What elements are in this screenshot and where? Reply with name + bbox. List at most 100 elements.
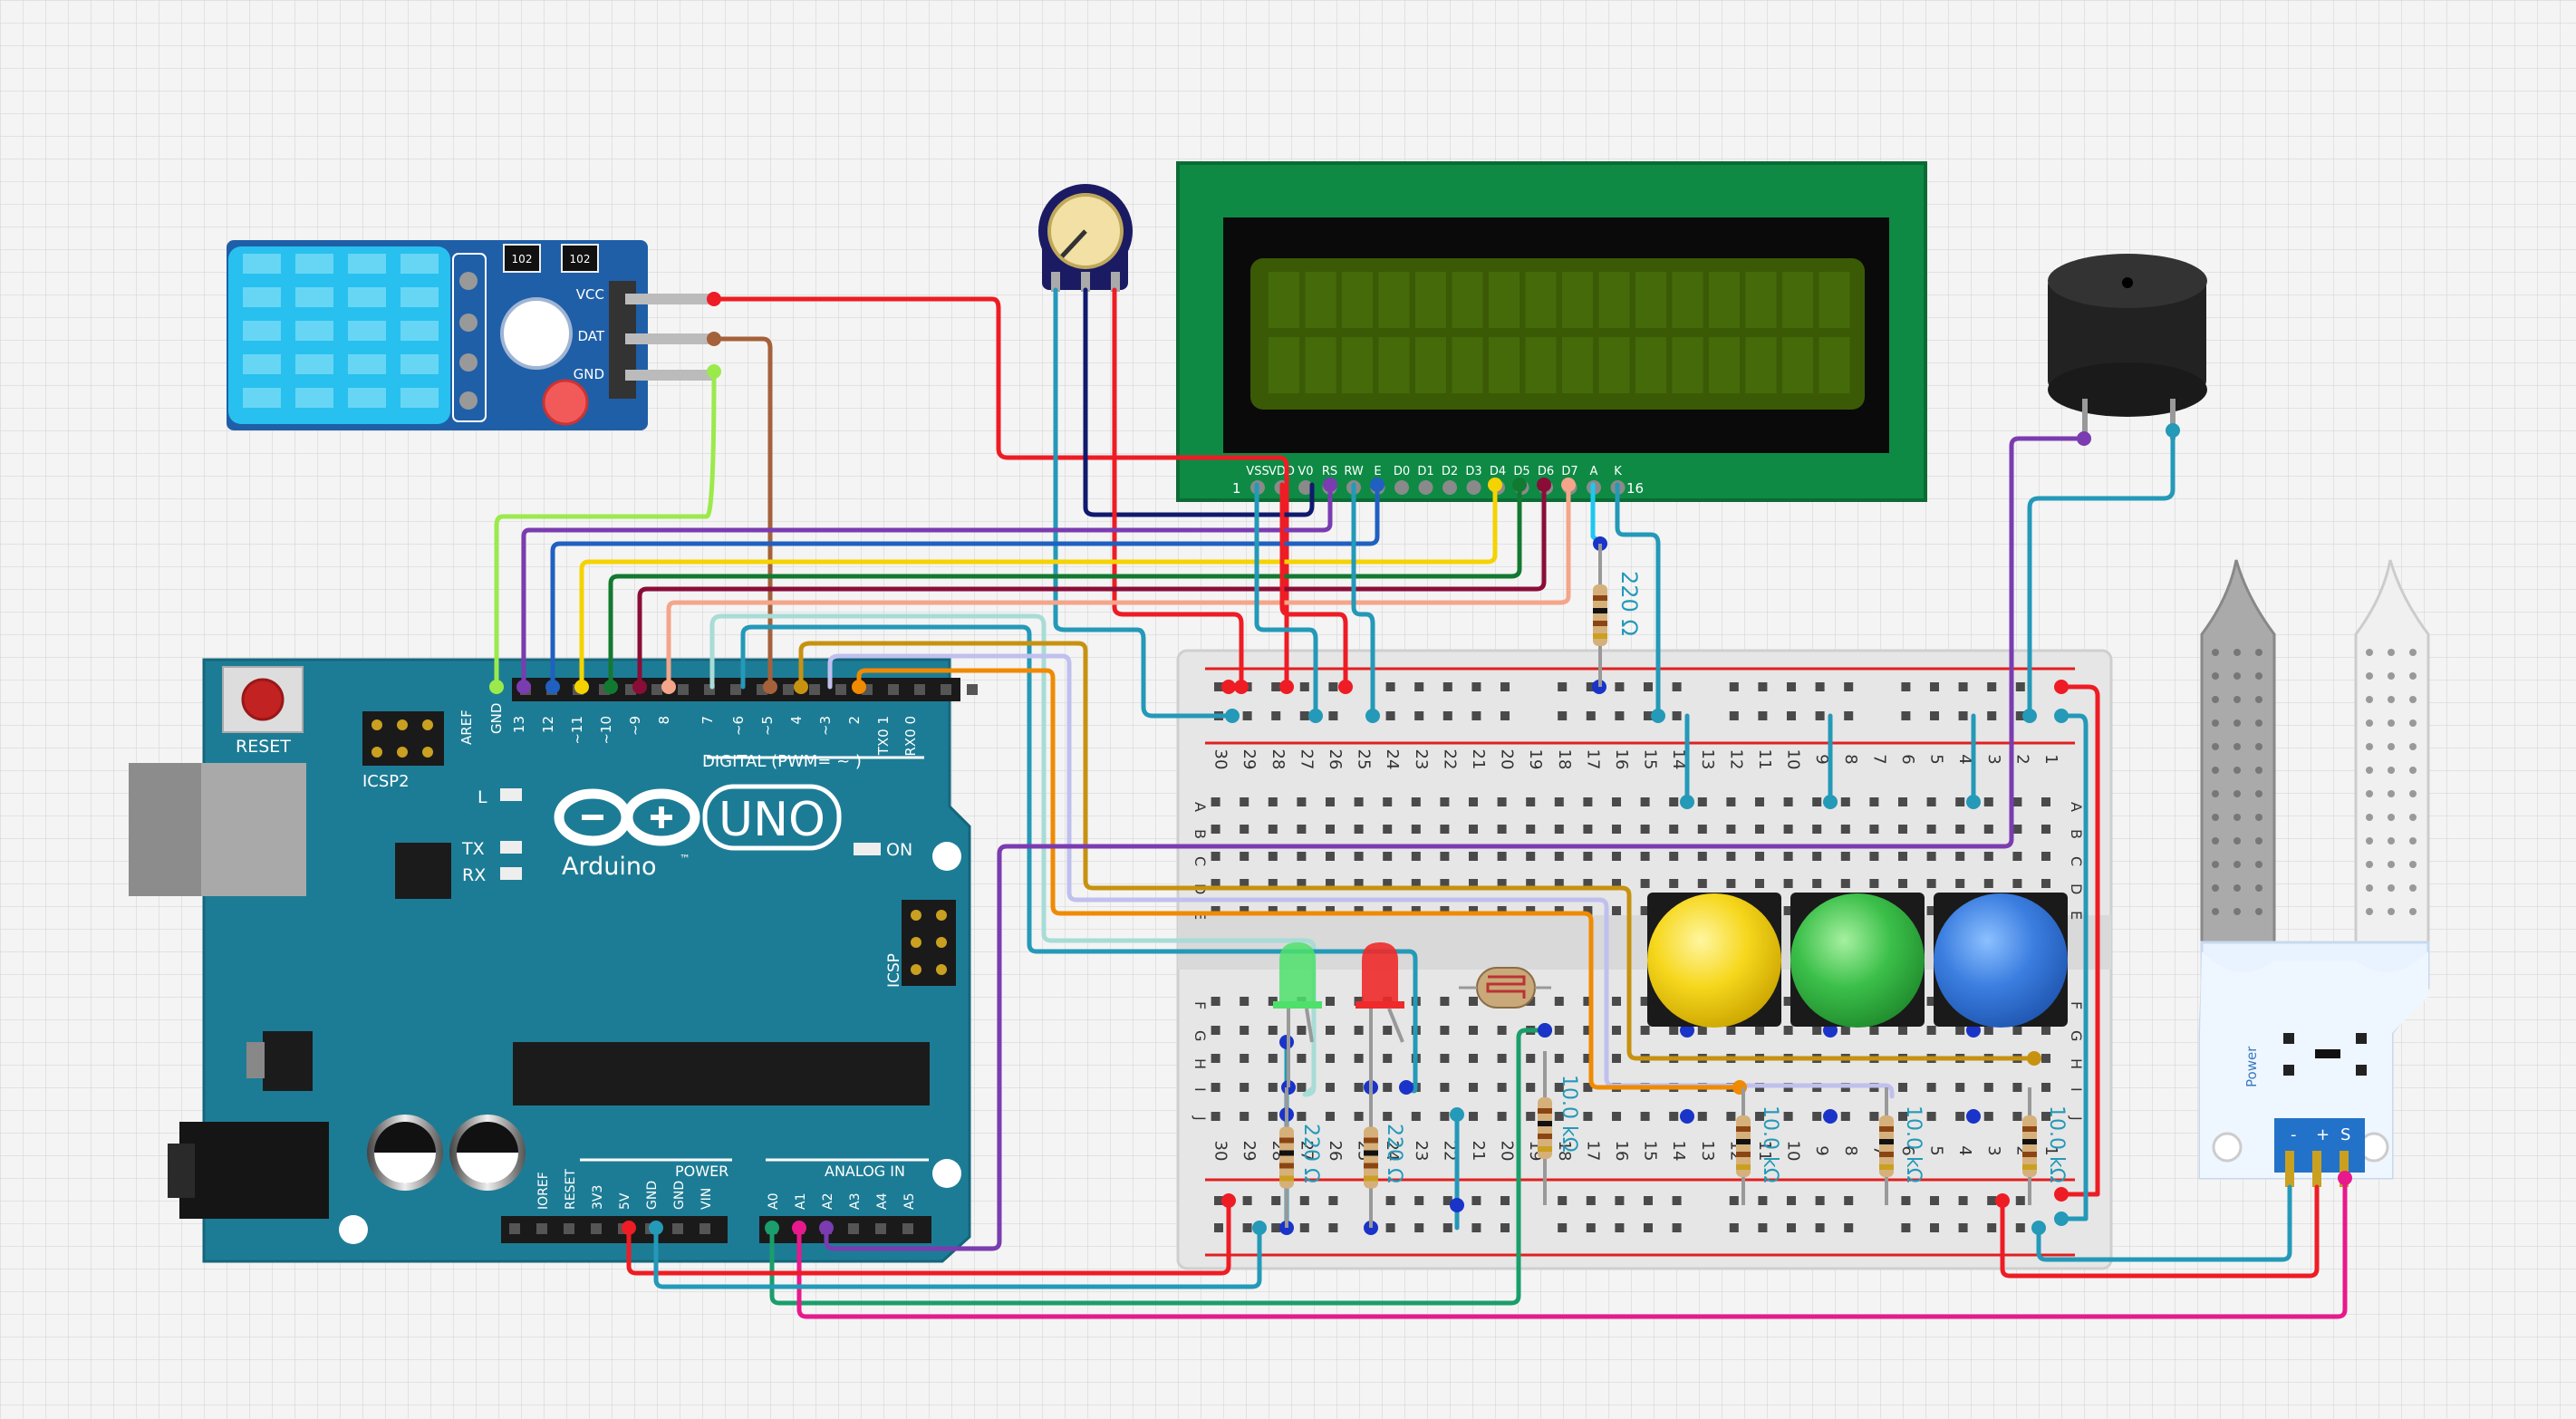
- digital-pin[interactable]: [967, 684, 978, 695]
- rail-hole[interactable]: [1442, 1196, 1452, 1205]
- breadboard-hole[interactable]: [1755, 825, 1764, 834]
- breadboard-hole[interactable]: [1268, 825, 1278, 834]
- breadboard-hole[interactable]: [1869, 879, 1879, 888]
- breadboard-hole[interactable]: [1955, 1026, 1965, 1035]
- rail-hole[interactable]: [1958, 682, 1968, 691]
- wire-endpoint[interactable]: [2027, 1051, 2041, 1066]
- rail-hole[interactable]: [1442, 682, 1452, 691]
- rail-hole[interactable]: [1844, 1196, 1854, 1205]
- breadboard-hole[interactable]: [1955, 1083, 1965, 1092]
- breadboard-hole[interactable]: [1869, 1026, 1879, 1035]
- rail-hole[interactable]: [1644, 682, 1653, 691]
- breadboard-hole[interactable]: [1354, 1026, 1364, 1035]
- wire-endpoint[interactable]: [516, 680, 531, 694]
- wire-endpoint[interactable]: [707, 364, 721, 379]
- breadboard-hole[interactable]: [1554, 1026, 1564, 1035]
- wire-endpoint[interactable]: [661, 680, 676, 694]
- rail-hole[interactable]: [1787, 1223, 1796, 1232]
- wire-endpoint[interactable]: [2166, 423, 2180, 438]
- breadboard-hole[interactable]: [1697, 1026, 1707, 1035]
- breadboard-hole[interactable]: [1297, 852, 1307, 861]
- rail-hole[interactable]: [2015, 682, 2025, 691]
- rail-hole[interactable]: [1271, 711, 1281, 720]
- breadboard-hole[interactable]: [1268, 852, 1278, 861]
- rail-hole[interactable]: [1385, 682, 1395, 691]
- rail-hole[interactable]: [1586, 1223, 1596, 1232]
- rail-hole[interactable]: [1672, 711, 1682, 720]
- breadboard-hole[interactable]: [2041, 1054, 2050, 1063]
- breadboard-hole[interactable]: [1268, 797, 1278, 806]
- breadboard-hole[interactable]: [1440, 1026, 1450, 1035]
- wire-endpoint[interactable]: [649, 1221, 663, 1235]
- breadboard-hole[interactable]: [1440, 1054, 1450, 1063]
- breadboard-hole[interactable]: [1526, 879, 1536, 888]
- breadboard-hole[interactable]: [1469, 997, 1478, 1006]
- wire-endpoint[interactable]: [794, 680, 808, 694]
- breadboard-hole[interactable]: [1583, 997, 1593, 1006]
- rail-hole[interactable]: [2015, 1223, 2025, 1232]
- breadboard-hole[interactable]: [1440, 1112, 1450, 1121]
- rail-hole[interactable]: [1615, 1223, 1625, 1232]
- breadboard-hole[interactable]: [1411, 852, 1421, 861]
- breadboard-hole[interactable]: [1955, 825, 1965, 834]
- breadboard-hole[interactable]: [1383, 1112, 1393, 1121]
- wire-endpoint[interactable]: [1966, 795, 1981, 809]
- rail-hole[interactable]: [1299, 682, 1309, 691]
- breadboard-hole[interactable]: [1583, 1054, 1593, 1063]
- breadboard-hole[interactable]: [1354, 825, 1364, 834]
- breadboard-hole[interactable]: [1211, 825, 1220, 834]
- breadboard-hole[interactable]: [1497, 1112, 1507, 1121]
- breadboard-hole[interactable]: [1326, 825, 1335, 834]
- wire-endpoint[interactable]: [1338, 680, 1353, 694]
- breadboard-hole[interactable]: [1469, 1083, 1478, 1092]
- breadboard-hole[interactable]: [1440, 906, 1450, 915]
- wire-endpoint[interactable]: [1365, 709, 1380, 723]
- rail-hole[interactable]: [1242, 1196, 1252, 1205]
- rail-hole[interactable]: [1844, 1223, 1854, 1232]
- breadboard-hole[interactable]: [1354, 879, 1364, 888]
- breadboard-hole[interactable]: [1354, 797, 1364, 806]
- wire-endpoint[interactable]: [819, 1221, 834, 1235]
- breadboard-hole[interactable]: [1640, 825, 1650, 834]
- breadboard-hole[interactable]: [1211, 1054, 1220, 1063]
- rail-hole[interactable]: [1815, 682, 1825, 691]
- breadboard-hole[interactable]: [1268, 879, 1278, 888]
- breadboard-hole[interactable]: [1812, 879, 1822, 888]
- breadboard-hole[interactable]: [1726, 879, 1736, 888]
- breadboard-hole[interactable]: [1726, 1026, 1736, 1035]
- rail-hole[interactable]: [1644, 1196, 1653, 1205]
- breadboard-hole[interactable]: [1697, 1112, 1707, 1121]
- rail-hole[interactable]: [1242, 1223, 1252, 1232]
- breadboard-hole[interactable]: [1783, 997, 1793, 1006]
- breadboard-hole[interactable]: [1955, 797, 1965, 806]
- rail-hole[interactable]: [1930, 1196, 1939, 1205]
- breadboard-hole[interactable]: [1326, 1083, 1335, 1092]
- breadboard-hole[interactable]: [1755, 1112, 1764, 1121]
- breadboard-hole[interactable]: [1869, 797, 1879, 806]
- wire-endpoint[interactable]: [1512, 478, 1527, 492]
- rail-hole[interactable]: [1442, 711, 1452, 720]
- rail-hole[interactable]: [1558, 1223, 1568, 1232]
- breadboard-hole[interactable]: [1640, 906, 1650, 915]
- wire-endpoint[interactable]: [1308, 709, 1323, 723]
- breadboard-hole[interactable]: [1440, 997, 1450, 1006]
- rail-hole[interactable]: [1815, 1196, 1825, 1205]
- breadboard-hole[interactable]: [1983, 1083, 1993, 1092]
- wire-endpoint[interactable]: [574, 680, 589, 694]
- rail-hole[interactable]: [1328, 1223, 1338, 1232]
- rail-hole[interactable]: [1672, 682, 1682, 691]
- rail-hole[interactable]: [1615, 1196, 1625, 1205]
- rail-hole[interactable]: [1271, 1223, 1281, 1232]
- breadboard-hole[interactable]: [1898, 1112, 1907, 1121]
- breadboard-hole[interactable]: [1898, 797, 1907, 806]
- breadboard-hole[interactable]: [2041, 879, 2050, 888]
- breadboard-hole[interactable]: [1268, 997, 1278, 1006]
- digital-pin[interactable]: [783, 684, 794, 695]
- reset-button[interactable]: [222, 666, 304, 733]
- breadboard-hole[interactable]: [1554, 1083, 1564, 1092]
- breadboard-hole[interactable]: [1755, 879, 1764, 888]
- breadboard-hole[interactable]: [1354, 1054, 1364, 1063]
- breadboard-hole[interactable]: [2012, 879, 2022, 888]
- breadboard-hole[interactable]: [1297, 825, 1307, 834]
- breadboard-hole[interactable]: [1469, 879, 1478, 888]
